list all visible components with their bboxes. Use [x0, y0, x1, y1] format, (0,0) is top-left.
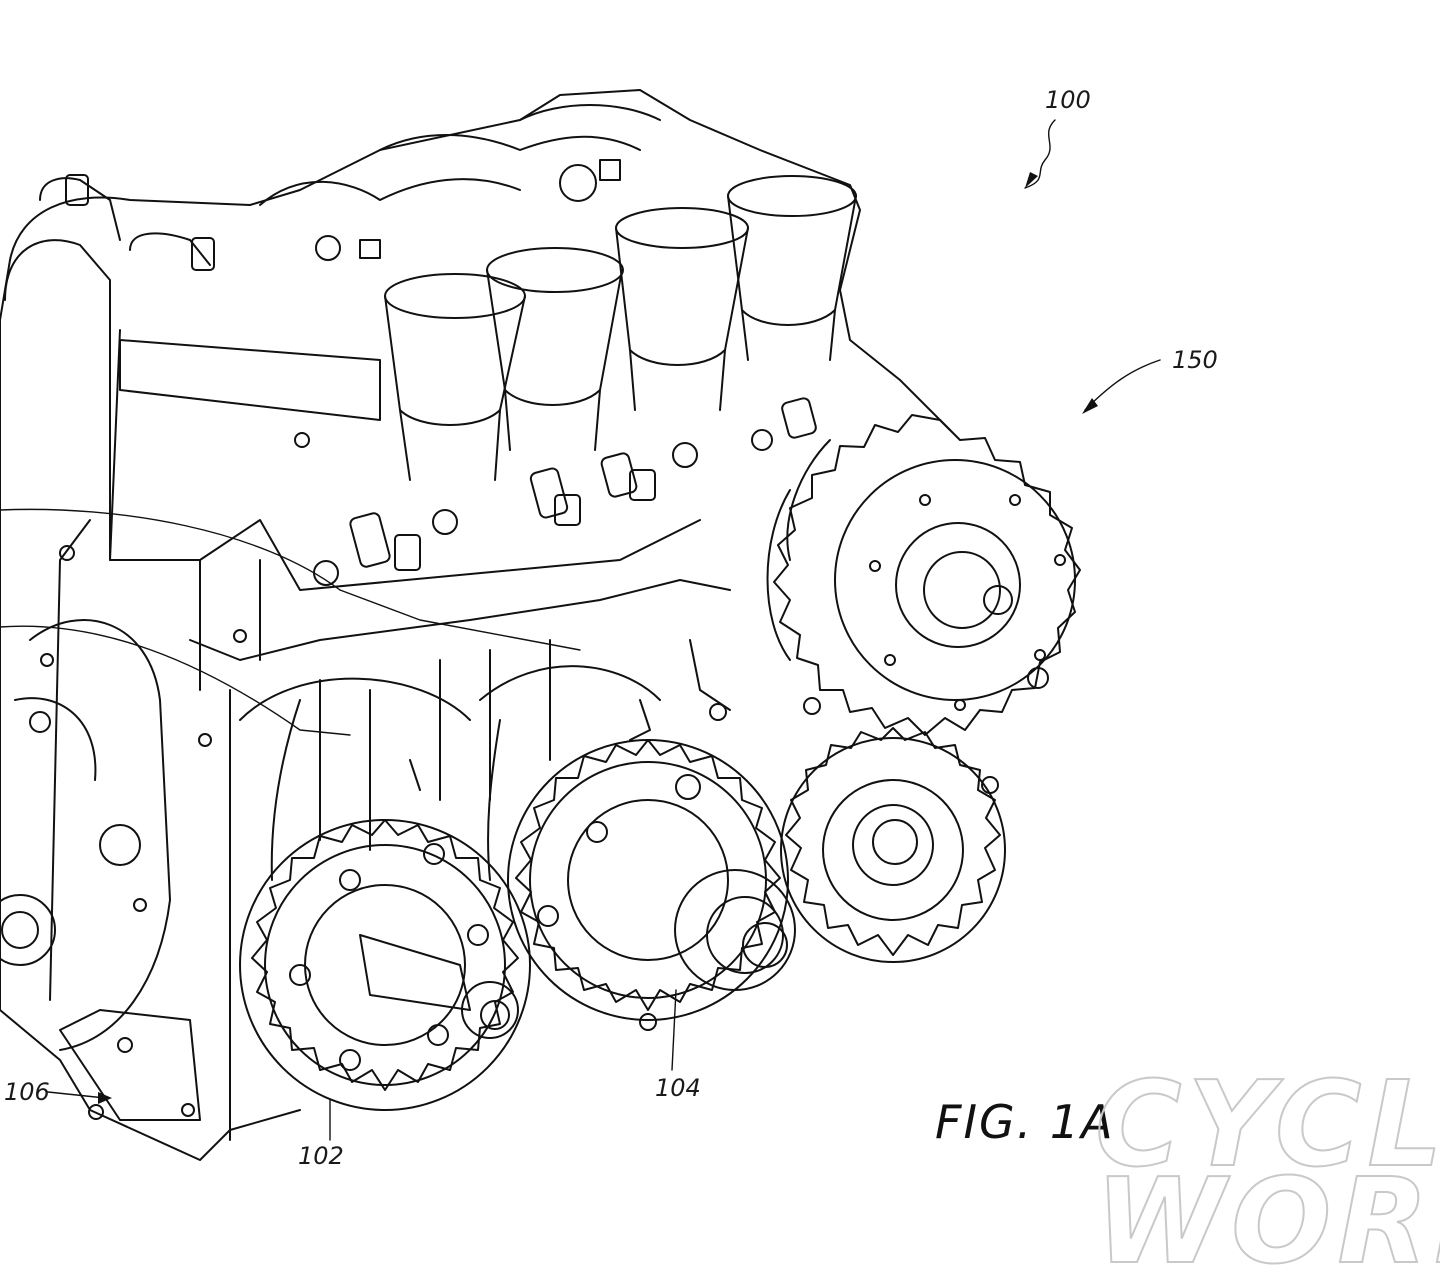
timing-cover [0, 239, 212, 1121]
gear-lower-right [780, 727, 1006, 963]
intake-trumpets [384, 175, 857, 481]
engine-block [0, 89, 951, 1161]
watermark-logo: CYCLE WORLD [1094, 1054, 1440, 1280]
label-102: 102 [298, 1142, 344, 1170]
fuel-injectors [313, 397, 817, 586]
cylinder-head [39, 104, 661, 643]
gear-150 [766, 414, 1081, 736]
intake-trumpet [615, 207, 749, 411]
crank-details [270, 639, 821, 881]
label-100: 100 [1045, 86, 1091, 114]
intake-trumpet [727, 175, 857, 361]
intake-trumpet [384, 273, 526, 481]
label-104: 104 [655, 1074, 701, 1102]
gear-104 [507, 739, 796, 1031]
label-106: 106 [4, 1078, 50, 1106]
watermark-line-2: WORLD [1095, 1152, 1440, 1280]
gear-102 [239, 819, 531, 1111]
leader-arrowheads [98, 172, 1098, 1104]
label-150: 150 [1172, 346, 1218, 374]
intake-trumpet [486, 247, 624, 451]
figure-title: FIG. 1A [935, 1095, 1115, 1149]
watermark-line-1: CYCLE [1095, 1055, 1440, 1193]
leader-lines [0, 119, 1161, 1141]
